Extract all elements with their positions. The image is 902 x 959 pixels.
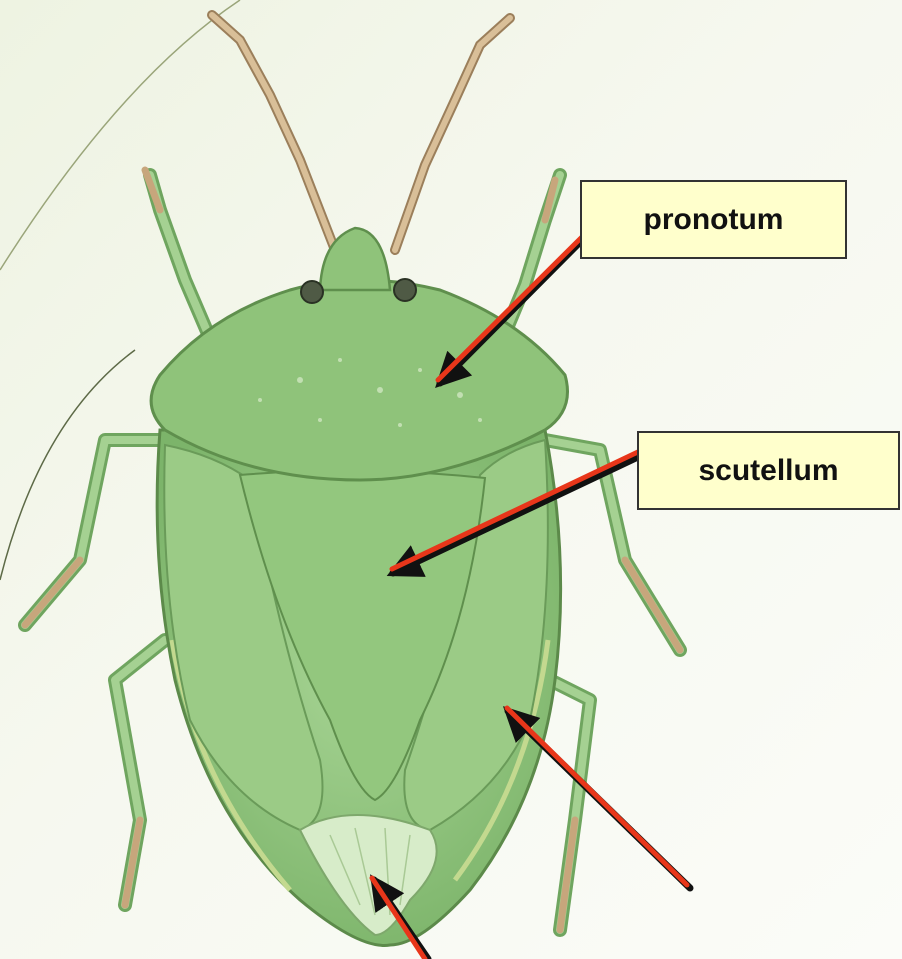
scutellum-label: scutellum	[637, 431, 900, 510]
right-eye	[394, 279, 416, 301]
pronotum-label: pronotum	[580, 180, 847, 259]
decorative-curve	[0, 350, 135, 580]
left-eye	[301, 281, 323, 303]
antennae	[212, 15, 510, 250]
decorative-curve	[0, 0, 240, 270]
